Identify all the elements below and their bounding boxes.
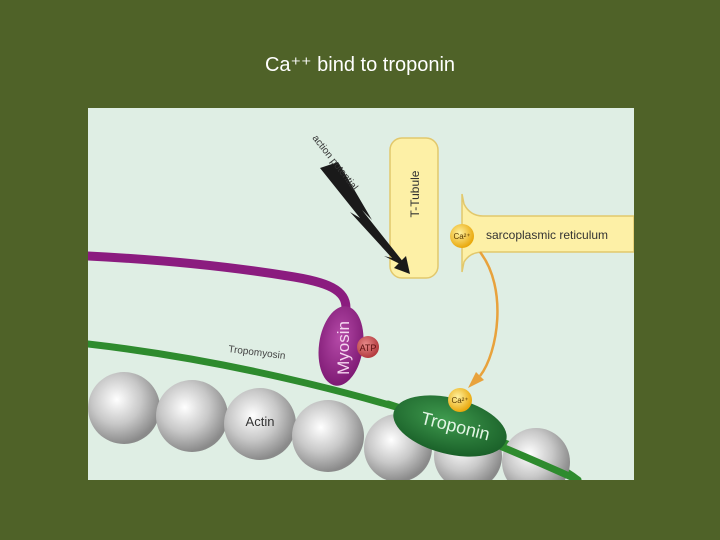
calcium-release-arrow [479, 251, 499, 377]
atp-molecule [357, 336, 379, 358]
slide-title: Ca⁺⁺ bind to troponin [264, 54, 456, 76]
sarcoplasmic-reticulum-label: sarcoplasmic reticulum [486, 228, 608, 242]
actin-bead [292, 400, 364, 472]
t-tubule [389, 137, 439, 279]
myosin-tail [88, 251, 351, 313]
action-potential-arrowhead [394, 256, 410, 274]
calcium-ion-troponin [448, 388, 472, 412]
troponin-complex [393, 395, 507, 457]
actin-label: Actin [246, 414, 275, 429]
myosin-head [318, 306, 364, 386]
diagram: Actin Myosin ATP Tropomyosin T-Tubule sa… [88, 108, 634, 480]
calcium-troponin-label: Ca²⁺ [451, 396, 468, 405]
myosin-label: Myosin [334, 321, 353, 375]
sarcoplasmic-reticulum [461, 193, 634, 273]
calcium-sr-label: Ca²⁺ [453, 232, 470, 241]
calcium-arrow-head [468, 372, 484, 388]
actin-bead [224, 388, 296, 460]
actin-bead [88, 372, 160, 444]
t-tubule-label: T-Tubule [408, 170, 422, 217]
action-potential-bolt [320, 162, 408, 268]
calcium-ion-sr [450, 224, 474, 248]
atp-label: ATP [360, 343, 377, 353]
actin-bead [156, 380, 228, 452]
